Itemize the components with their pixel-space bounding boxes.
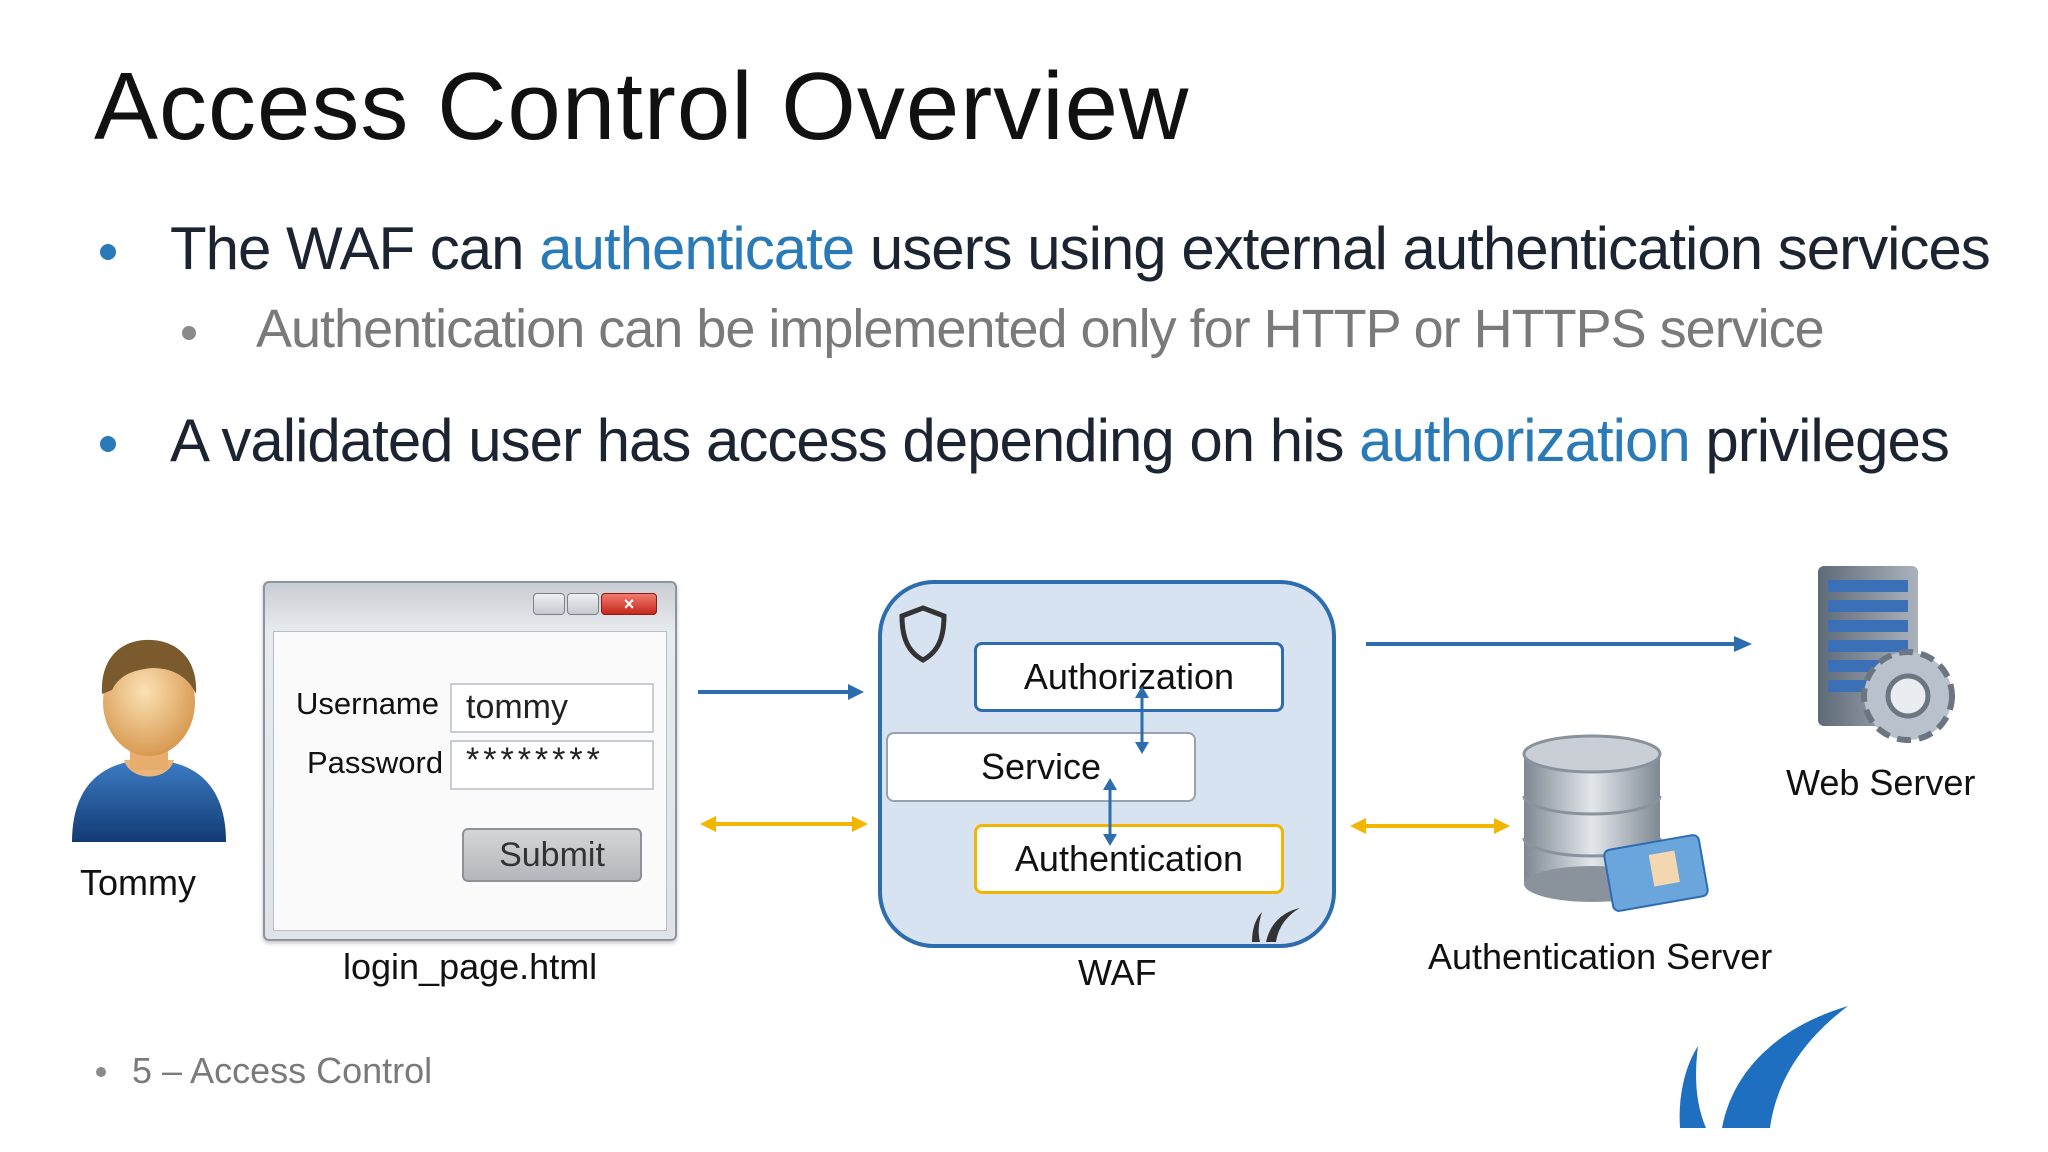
- bullet-2-highlight: authorization: [1359, 407, 1691, 474]
- footer-dot: [96, 1067, 106, 1077]
- shield-icon: [899, 605, 947, 663]
- user-icon: [72, 639, 226, 842]
- authorization-service-link: [1135, 686, 1149, 754]
- password-field[interactable]: ********: [450, 740, 654, 790]
- brand-logo-icon: [1679, 1006, 1848, 1128]
- bullet-1: The WAF can authenticate users using ext…: [170, 214, 1991, 283]
- auth-exchange-arrow: [700, 816, 868, 832]
- authorization-box: Authorization: [974, 642, 1284, 712]
- username-label: Username: [296, 686, 439, 721]
- request-arrow: [698, 684, 864, 700]
- service-authentication-link: [1103, 778, 1117, 846]
- bullet-2: A validated user has access depending on…: [170, 406, 1950, 475]
- web-server-label: Web Server: [1786, 762, 1976, 803]
- username-field[interactable]: tommy: [450, 683, 654, 733]
- auth-server-label: Authentication Server: [1428, 936, 1773, 977]
- password-label: Password: [307, 745, 444, 780]
- bullet-1-after: users using external authentication serv…: [854, 215, 1991, 282]
- authentication-box: Authentication: [974, 824, 1284, 894]
- forward-arrow: [1366, 636, 1752, 652]
- database-icon: [1522, 734, 1709, 912]
- footer-text: 5 – Access Control: [132, 1050, 433, 1091]
- bullet-1-sub: Authentication can be implemented only f…: [256, 299, 1825, 359]
- minimize-icon[interactable]: [533, 593, 565, 615]
- waf-caption: WAF: [1078, 952, 1157, 993]
- close-icon[interactable]: ×: [601, 593, 657, 615]
- bullet-2-after: privileges: [1689, 407, 1949, 474]
- bullet-1-before: The WAF can: [170, 215, 540, 282]
- maximize-icon[interactable]: [567, 593, 599, 615]
- slide-title: Access Control Overview: [94, 53, 1190, 160]
- submit-button[interactable]: Submit: [462, 828, 642, 882]
- waf-logo-icon: [1252, 908, 1300, 942]
- bullet-dot: [100, 244, 116, 260]
- auth-server-arrow: [1350, 818, 1510, 834]
- bullet-2-before: A validated user has access depending on…: [170, 407, 1360, 474]
- bullet-1-highlight: authenticate: [539, 215, 855, 282]
- bullet-dot: [100, 436, 116, 452]
- web-server-icon: [1818, 566, 1955, 743]
- sub-bullet-dot: [182, 326, 196, 340]
- login-page-caption: login_page.html: [343, 946, 598, 987]
- user-label: Tommy: [80, 862, 196, 903]
